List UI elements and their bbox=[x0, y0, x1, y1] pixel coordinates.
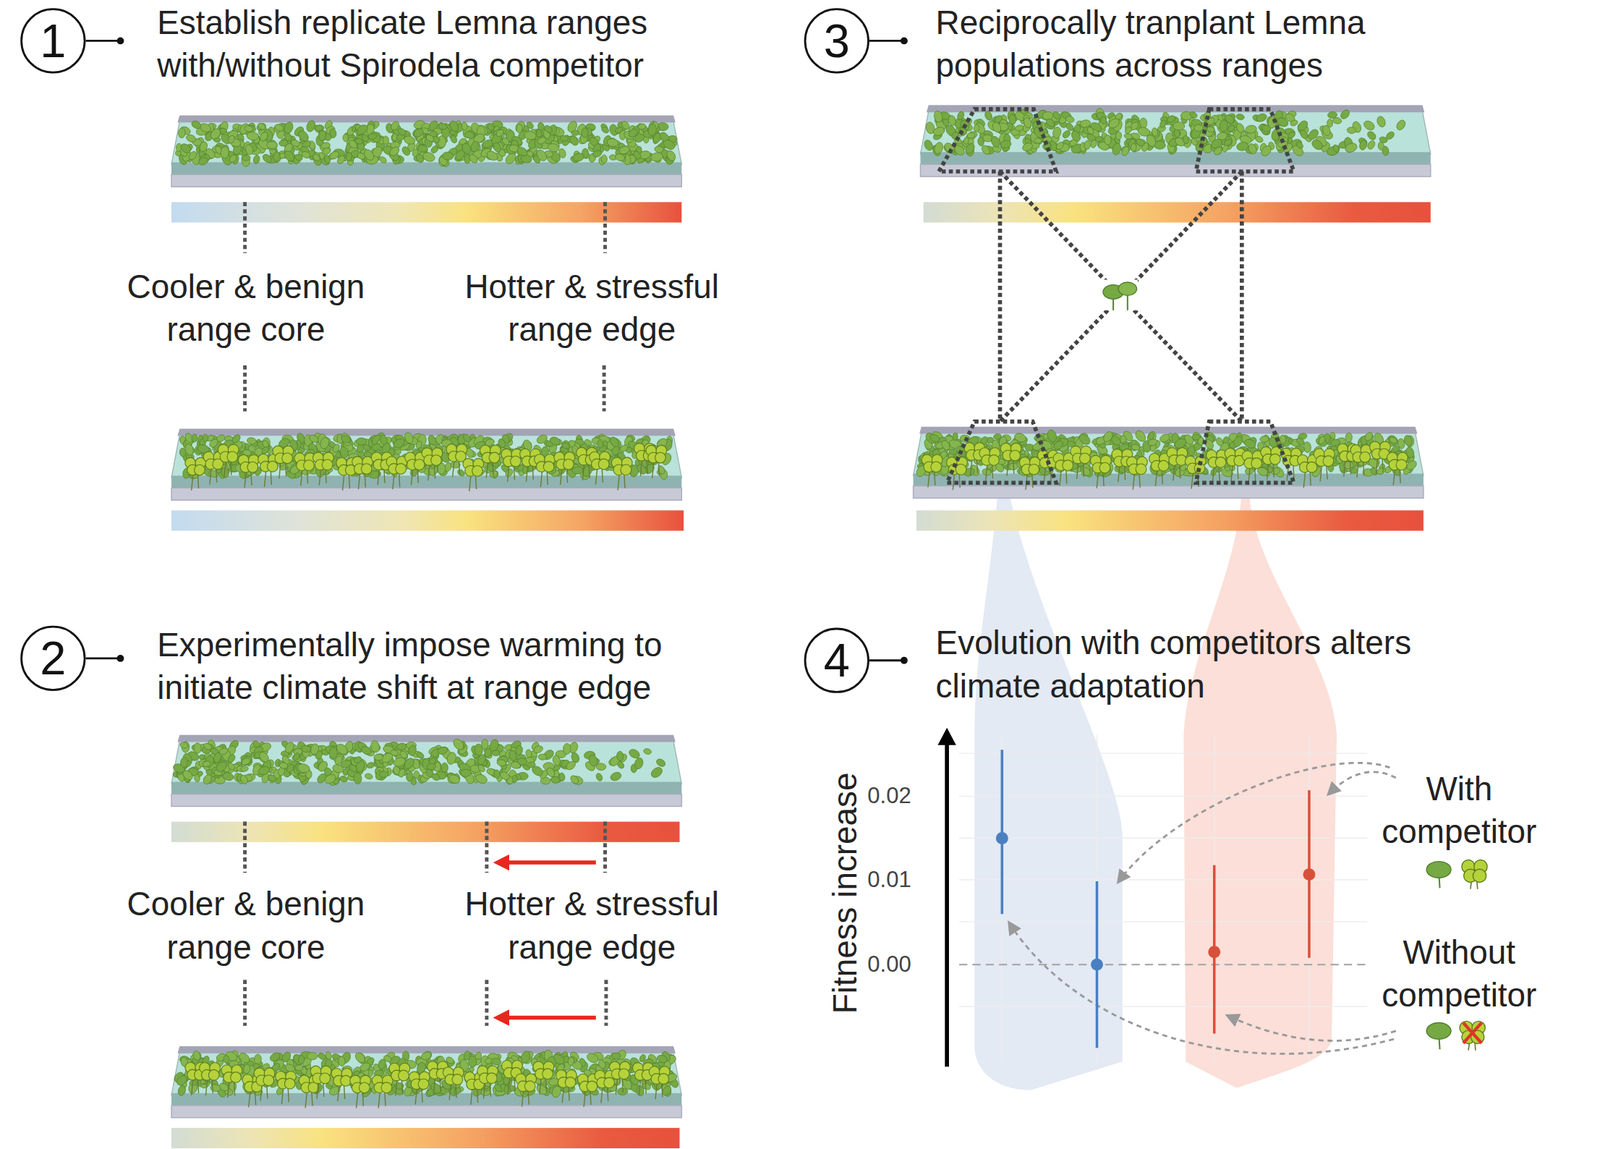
lemna-frond bbox=[191, 433, 198, 443]
axis-arrow-head bbox=[937, 727, 956, 746]
lemna-frond bbox=[491, 750, 500, 756]
spirodela-lobe bbox=[510, 455, 522, 467]
lemna-frond bbox=[597, 439, 604, 448]
spirodela-lobe bbox=[194, 464, 206, 476]
lemna-frond bbox=[355, 437, 367, 445]
tray bbox=[171, 115, 682, 187]
step-dot bbox=[900, 656, 908, 665]
lemna-frond bbox=[601, 154, 607, 164]
tray-base bbox=[171, 794, 682, 807]
lemna-frond bbox=[329, 746, 338, 759]
lemna-frond bbox=[273, 151, 281, 163]
tray-wall bbox=[171, 781, 682, 795]
lemna-frond bbox=[487, 465, 497, 472]
lemna-frond bbox=[596, 763, 607, 771]
tray-rim bbox=[177, 115, 675, 123]
temperature-bar bbox=[923, 201, 1431, 223]
step-dot bbox=[117, 654, 125, 662]
lemna-frond bbox=[266, 141, 278, 149]
lemna-frond bbox=[278, 139, 288, 147]
spirodela-lobe bbox=[227, 451, 238, 463]
spirodela-lobe bbox=[620, 464, 632, 476]
spirodela-lobe bbox=[395, 463, 407, 475]
lemna-frond bbox=[538, 753, 547, 761]
lemna-frond bbox=[441, 762, 449, 772]
lemna-frond bbox=[527, 761, 536, 769]
spirodela-lobe bbox=[303, 460, 315, 471]
tray bbox=[171, 734, 682, 807]
lemna-frond bbox=[373, 753, 383, 761]
spirodela-lobe bbox=[321, 459, 333, 471]
spirodela-lobe bbox=[543, 461, 555, 473]
spirodela-lobe bbox=[655, 452, 667, 463]
lemna-frond bbox=[379, 770, 389, 777]
temperature-bar bbox=[916, 509, 1424, 531]
tray bbox=[171, 428, 682, 500]
lemna-frond bbox=[241, 154, 251, 161]
spirodela-lobe bbox=[488, 452, 500, 463]
tray-rim bbox=[177, 734, 675, 743]
lemna-frond bbox=[516, 124, 523, 134]
tray-base bbox=[171, 174, 682, 187]
core-shade bbox=[974, 487, 1123, 1090]
spirodela-lobe bbox=[266, 460, 278, 472]
step-dot bbox=[117, 36, 125, 45]
spirodela-lobe bbox=[431, 454, 442, 466]
tray-base bbox=[171, 487, 682, 500]
spirodela-lobe bbox=[360, 463, 372, 475]
lemna-frond bbox=[180, 757, 188, 768]
lemna-frond bbox=[581, 128, 589, 139]
lemna-frond bbox=[177, 128, 186, 139]
lemna-frond bbox=[460, 768, 471, 777]
spirodela-lobe bbox=[413, 459, 425, 471]
temperature-bar bbox=[171, 1127, 680, 1148]
lemna-frond bbox=[253, 1053, 262, 1065]
spirodela-lobe bbox=[563, 458, 575, 470]
spirodela-lobe bbox=[472, 465, 484, 477]
lemna-frond bbox=[202, 433, 209, 442]
spirodela-lobe bbox=[247, 461, 259, 473]
tray-base bbox=[171, 1105, 682, 1118]
spirodela-lobe bbox=[598, 458, 610, 470]
lemna-frond bbox=[572, 465, 584, 474]
tray bbox=[171, 1045, 682, 1118]
lemna-frond bbox=[562, 742, 571, 754]
step-dot bbox=[900, 36, 908, 45]
edge-shade bbox=[1183, 487, 1337, 1088]
temperature-bar bbox=[171, 509, 684, 531]
spirodela-lobe bbox=[282, 452, 293, 464]
